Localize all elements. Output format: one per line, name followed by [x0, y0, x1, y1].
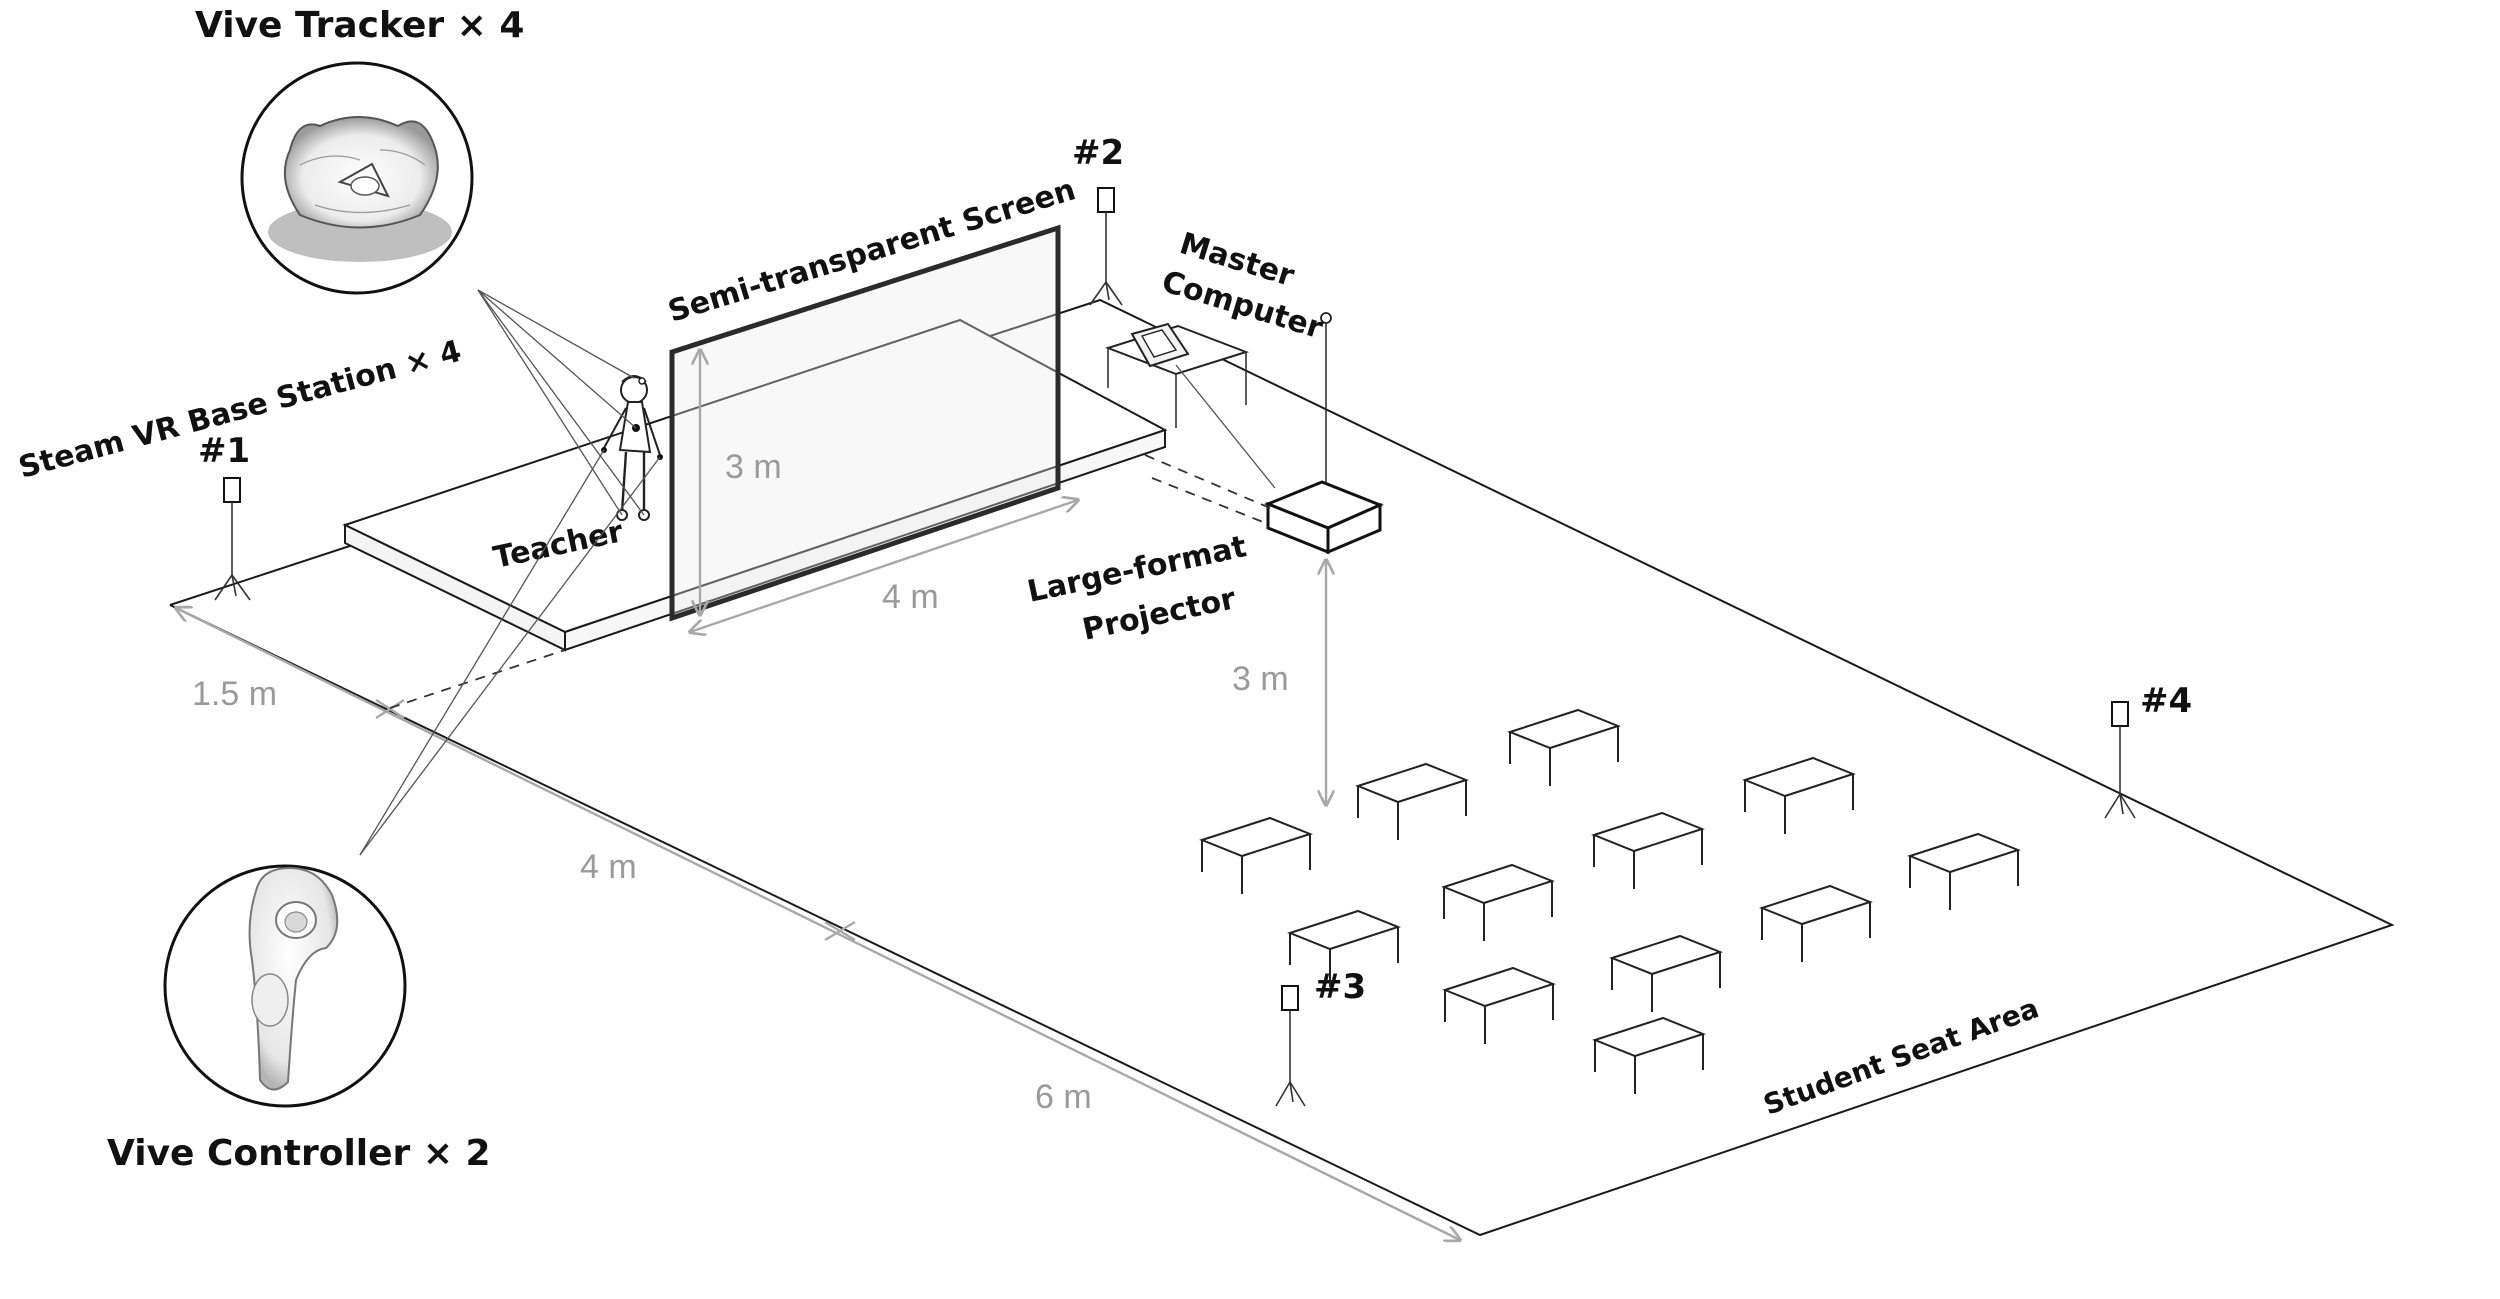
student-desk-icon — [1441, 863, 1555, 941]
station-3-label: #3 — [1314, 967, 1366, 1007]
controller-callout-rays — [359, 449, 661, 856]
base-station-3: #3 — [1275, 967, 1366, 1107]
student-area-label: Student Seat Area — [1759, 991, 2043, 1121]
base-station-tripod-icon — [1275, 985, 1306, 1107]
projector-height-dimension: 3 m — [1232, 560, 1326, 805]
student-desk-icon — [1759, 884, 1873, 962]
student-desk-icon — [1442, 966, 1556, 1044]
student-desk-icon — [1907, 832, 2021, 910]
screen-height-label: 3 m — [725, 448, 782, 486]
semi-transparent-screen: Semi-transparent Screen — [664, 172, 1080, 622]
base-station-tripod-icon — [1089, 187, 1123, 306]
screen-width-label: 4 m — [882, 578, 939, 616]
base-station-4: #4 — [2104, 681, 2192, 819]
student-desk-icon — [1609, 934, 1723, 1012]
station-4-label: #4 — [2140, 681, 2192, 721]
vive-tracker-title: Vive Tracker × 4 — [195, 5, 524, 46]
projector-height-label: 3 m — [1232, 660, 1289, 698]
base-station-1: #1 — [198, 431, 251, 601]
student-desk-icon — [1591, 811, 1705, 889]
base-station-tripod-icon — [2104, 701, 2136, 819]
student-desk-icon — [1592, 1016, 1706, 1094]
room-width-label: 6 m — [1035, 1078, 1092, 1116]
tracker-callout-rays — [477, 289, 645, 516]
base-station-2: #2 — [1072, 133, 1124, 306]
vive-controller-callout: Vive Controller × 2 — [107, 864, 491, 1174]
floor-dimension-line: 1.5 m 4 m 6 m — [176, 608, 1460, 1240]
student-desk-icon — [1507, 708, 1621, 786]
stage-depth-label: 1.5 m — [192, 675, 277, 713]
base-station-tripod-icon — [214, 477, 251, 601]
student-desk-icon — [1287, 909, 1401, 987]
station-2-label: #2 — [1072, 133, 1124, 173]
station-1-label: #1 — [198, 431, 250, 471]
student-desks — [1199, 708, 2021, 1094]
vive-tracker-callout: Vive Tracker × 4 — [195, 5, 524, 295]
vive-controller-icon — [248, 866, 339, 1091]
floor-outline — [169, 298, 2395, 1237]
vive-tracker-icon — [268, 116, 452, 262]
student-desk-icon — [1199, 816, 1313, 894]
stage-width-label: 4 m — [580, 848, 637, 886]
vive-controller-title: Vive Controller × 2 — [107, 1133, 491, 1174]
student-desk-icon — [1742, 756, 1856, 834]
student-desk-icon — [1355, 762, 1469, 840]
